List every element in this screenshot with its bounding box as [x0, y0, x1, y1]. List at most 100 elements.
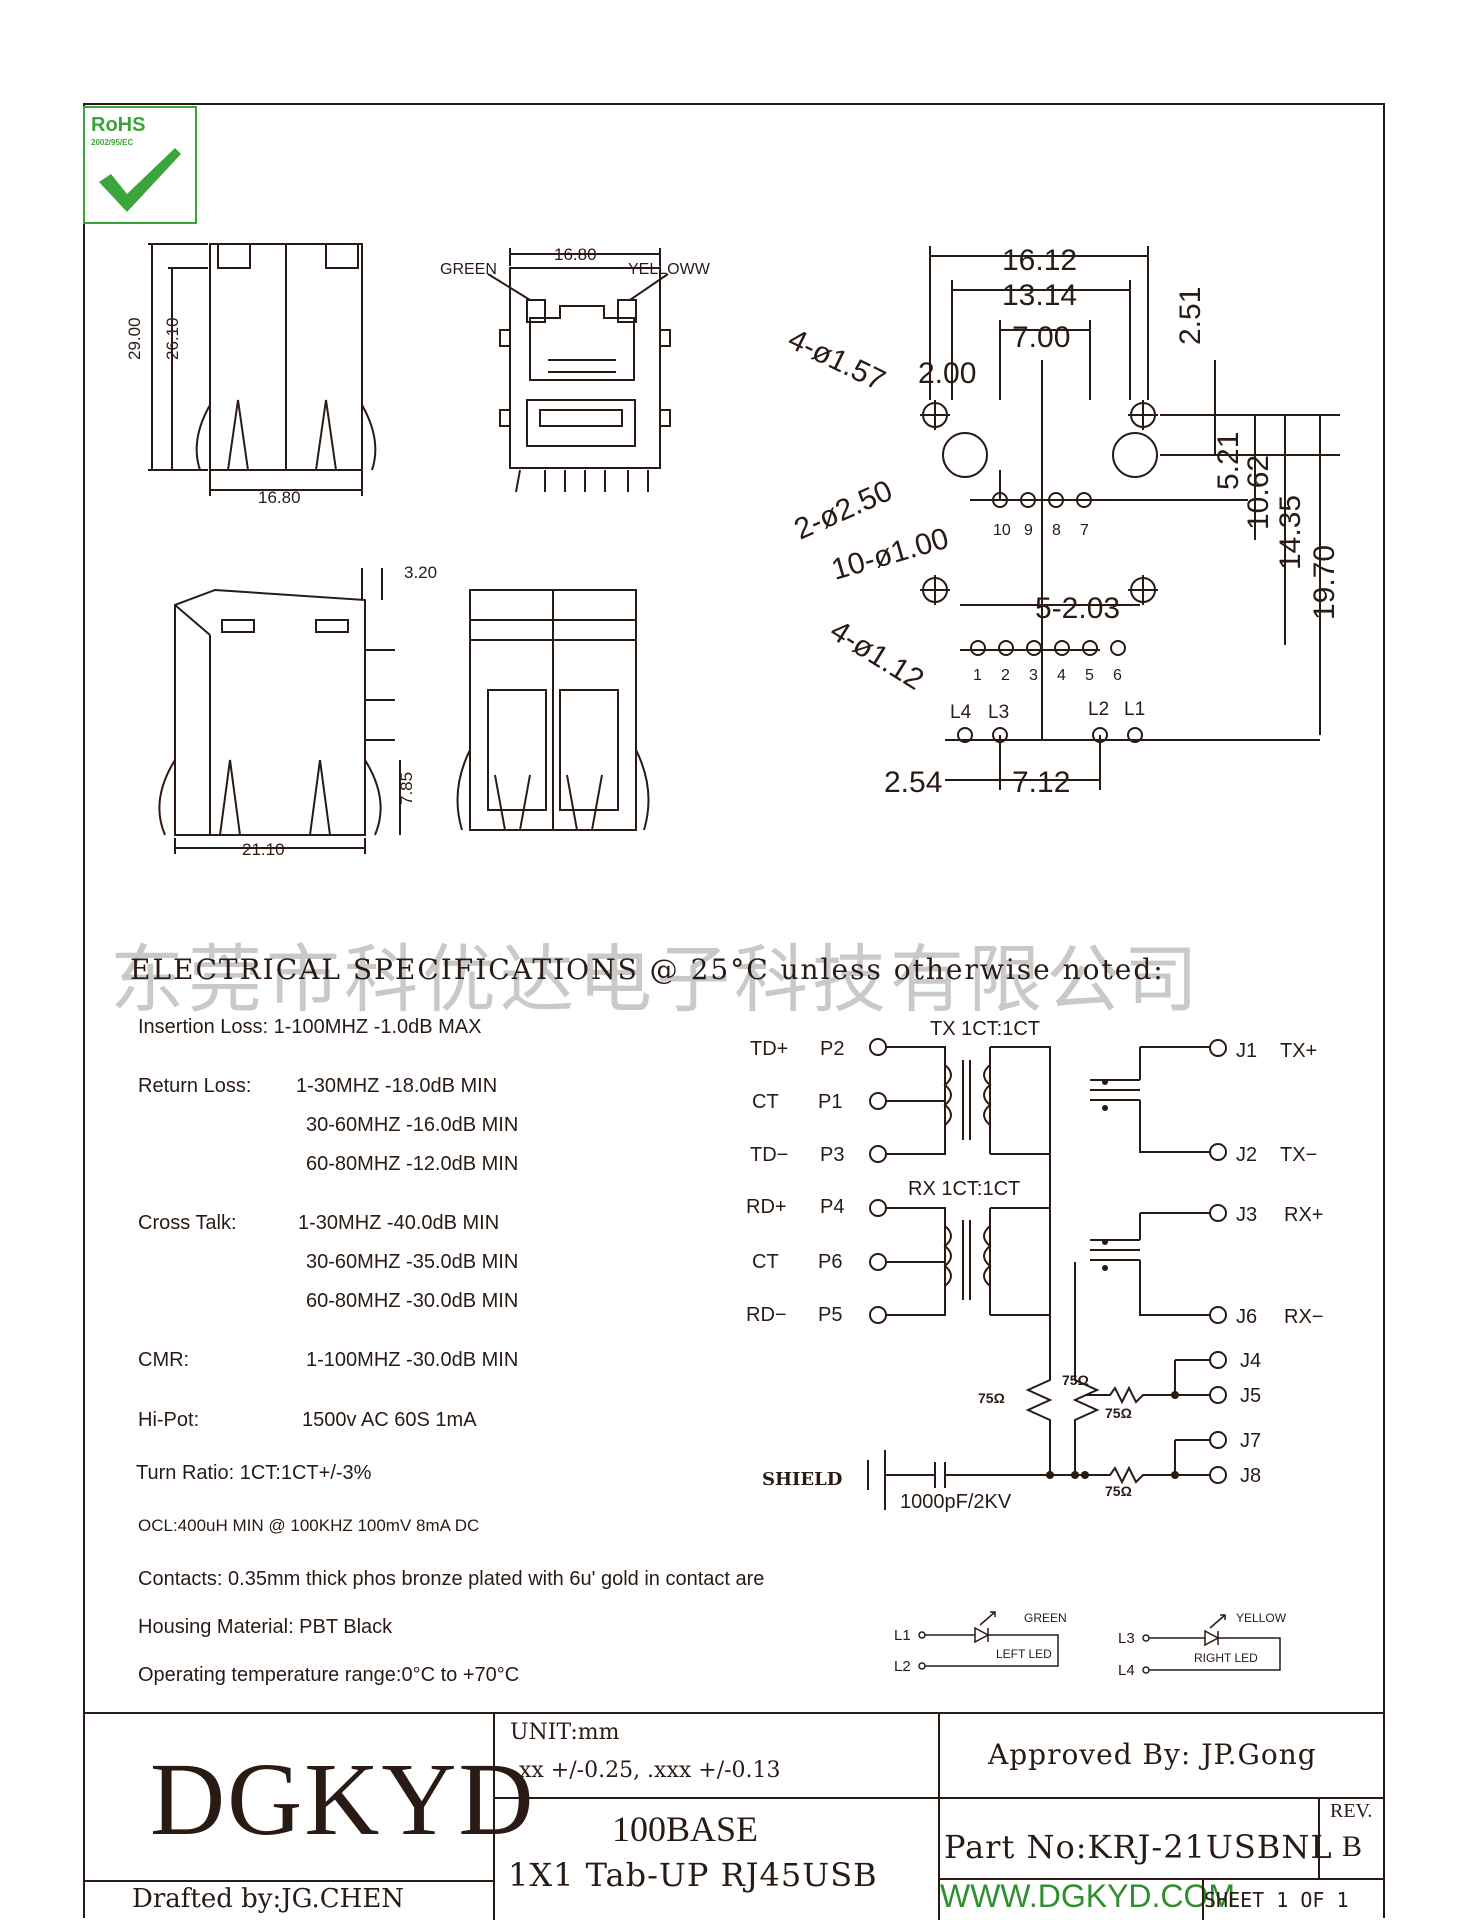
spec-hipot-value: 1500v AC 60S 1mA [302, 1409, 477, 1431]
resistor-label-4: 75Ω [1105, 1483, 1132, 1499]
spec-cross-talk-2: 30-60MHZ -35.0dB MIN [306, 1251, 519, 1273]
dim-width-bottom: 21.10 [242, 840, 285, 859]
label-shield: SHIELD [762, 1469, 842, 1490]
drafted-by: Drafted by:JG.CHEN [132, 1884, 405, 1914]
led-left-l2: L2 [894, 1658, 911, 1675]
pin-label-7: 7 [1080, 522, 1089, 539]
pin-ct-2: CT [752, 1251, 779, 1273]
dim-side-height-inner: 26.10 [163, 317, 182, 360]
spec-return-loss-3: 60-80MHZ -12.0dB MIN [306, 1153, 519, 1175]
pin-td-plus: TD+ [750, 1038, 788, 1060]
company-logo-text: DGKYD [150, 1742, 536, 1857]
label-yellow-led: YELLOWW [628, 261, 711, 278]
pin-label-2: 2 [1001, 667, 1010, 684]
led-right-name: RIGHT LED [1194, 1651, 1258, 1665]
led-right-color: YELLOW [1236, 1611, 1287, 1625]
title-block-divider-8 [1202, 1880, 1204, 1920]
dim-fp-d8: 14.35 [1274, 495, 1307, 570]
pin-label-4: 4 [1057, 667, 1066, 684]
part-number: Part No:KRJ-21USBNL [944, 1828, 1333, 1866]
pin-rx-minus: RX− [1284, 1306, 1323, 1328]
pin-p4: P4 [820, 1196, 844, 1218]
pin-j8: J8 [1240, 1465, 1261, 1487]
spec-cmr-value: 1-100MHZ -30.0dB MIN [306, 1349, 519, 1371]
resistor-label-2: 75Ω [1062, 1372, 1089, 1388]
title-block-divider-4 [938, 1797, 1385, 1799]
company-watermark: 东莞市科优达电子科技有限公司 [110, 937, 1202, 1023]
resistor-label-3: 75Ω [1105, 1405, 1132, 1421]
revision-value: B [1342, 1830, 1363, 1863]
pin-label-5: 5 [1085, 667, 1094, 684]
dim-offset: 3.20 [404, 563, 437, 582]
dim-fp-d9: 19.70 [1308, 545, 1341, 620]
led-right-l3: L3 [1118, 1630, 1135, 1647]
dim-fp-d7: 10.62 [1242, 455, 1275, 530]
dim-fp-pitch: 5-2.03 [1035, 592, 1120, 625]
led-pad-l1: L1 [1124, 699, 1145, 720]
pin-j4: J4 [1240, 1350, 1261, 1372]
pin-label-3: 3 [1029, 667, 1038, 684]
pin-p1: P1 [818, 1091, 842, 1113]
unit-label: UNIT:mm [510, 1720, 620, 1745]
dim-fp-d11: 7.12 [1012, 766, 1070, 799]
led-left-name: LEFT LED [996, 1647, 1052, 1661]
front-view-bottom [456, 589, 650, 831]
sheet-number: SHEET 1 OF 1 [1204, 1888, 1349, 1912]
side-view-top [148, 243, 377, 496]
pin-label-6: 6 [1113, 667, 1122, 684]
pin-tx-minus: TX− [1280, 1144, 1317, 1166]
drawing-frame [83, 103, 1385, 1918]
title-block-divider-1 [493, 1712, 495, 1920]
led-left-l1: L1 [894, 1627, 911, 1644]
pin-rd-plus: RD+ [746, 1196, 787, 1218]
spec-cross-talk-1: 1-30MHZ -40.0dB MIN [298, 1212, 500, 1234]
title-block-top-border [83, 1712, 1385, 1714]
spec-return-loss-2: 30-60MHZ -16.0dB MIN [306, 1114, 519, 1136]
title-block-divider-7 [1318, 1797, 1320, 1878]
label-rx-ratio: RX 1CT:1CT [908, 1178, 1020, 1200]
pin-j2: J2 [1236, 1144, 1257, 1166]
pin-td-minus: TD− [750, 1144, 788, 1166]
label-tx-ratio: TX 1CT:1CT [930, 1018, 1040, 1040]
pin-rx-plus: RX+ [1284, 1204, 1323, 1226]
spec-cross-talk-label: Cross Talk: [138, 1212, 237, 1234]
dim-fp-d4: 2.00 [918, 357, 976, 390]
description-line-1: 100BASE [612, 1809, 759, 1849]
label-capacitor: 1000pF/2KV [900, 1491, 1012, 1513]
spec-return-loss-label: Return Loss: [138, 1075, 252, 1097]
description-line-2: 1X1 Tab-UP RJ45USB [508, 1856, 878, 1894]
spec-turn-ratio: Turn Ratio: 1CT:1CT+/-3% [136, 1462, 372, 1484]
rohs-title: RoHS [91, 114, 146, 136]
spec-contacts: Contacts: 0.35mm thick phos bronze plate… [138, 1568, 765, 1590]
pin-label-10: 10 [993, 522, 1011, 539]
rohs-badge: RoHS 2002/95/EC [83, 106, 197, 224]
schematic-labels: TX 1CT:1CT RX 1CT:1CT TD+ P2 CT P1 TD− P… [746, 1018, 1323, 1513]
label-green-led: GREEN [440, 261, 497, 278]
title-block-divider-3 [493, 1797, 938, 1799]
website-link[interactable]: WWW.DGKYD.COM [940, 1878, 1236, 1914]
dim-fp-d10: 2.54 [884, 766, 942, 799]
spec-cross-talk-3: 60-80MHZ -30.0dB MIN [306, 1290, 519, 1312]
pin-j3: J3 [1236, 1204, 1257, 1226]
footprint-pads [957, 492, 1143, 743]
led-pad-l3: L3 [988, 702, 1009, 723]
mechanical-drawings: 29.00 26.10 16.80 16.80 GREEN YELLOWW 3.… [125, 243, 1341, 859]
dim-fp-d3: 7.00 [1012, 321, 1070, 354]
pin-p5: P5 [818, 1304, 842, 1326]
led-pad-l2: L2 [1088, 699, 1109, 720]
footprint-pattern [920, 246, 1340, 790]
pin-label-8: 8 [1052, 522, 1061, 539]
pin-p3: P3 [820, 1144, 844, 1166]
front-view-top [487, 248, 671, 493]
pin-tx-plus: TX+ [1280, 1040, 1317, 1062]
tolerance-label: .xx +/-0.25, .xxx +/-0.13 [512, 1758, 781, 1783]
spec-ocl: OCL:400uH MIN @ 100KHZ 100mV 8mA DC [138, 1516, 480, 1535]
rohs-subtitle: 2002/95/EC [91, 138, 134, 147]
led-left-color: GREEN [1024, 1611, 1067, 1625]
spec-return-loss-1: 1-30MHZ -18.0dB MIN [296, 1075, 498, 1097]
pin-p6: P6 [818, 1251, 842, 1273]
dim-side-height-total: 29.00 [125, 317, 144, 360]
revision-label: REV. [1330, 1800, 1373, 1822]
pin-j7: J7 [1240, 1430, 1261, 1452]
